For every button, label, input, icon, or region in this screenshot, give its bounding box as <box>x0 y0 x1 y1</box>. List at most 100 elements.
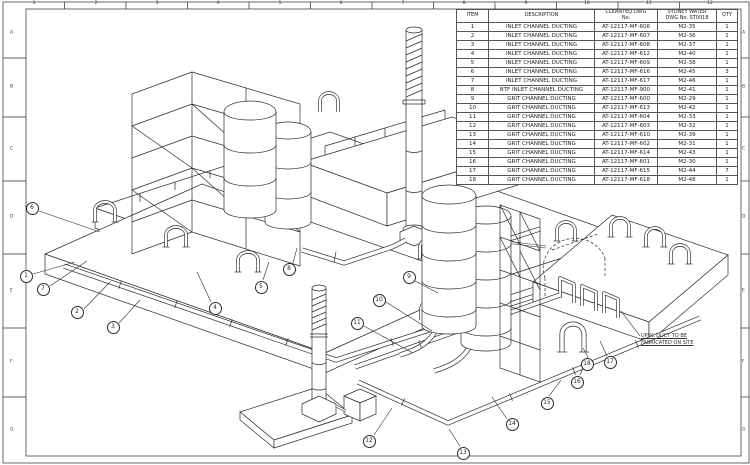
scrubber-vessels <box>223 100 312 230</box>
grit-stack <box>301 284 337 423</box>
cell-sydney-dwg: M2-41 <box>657 85 717 95</box>
cell-cleanteq-dwg: AT-12117-MF-613 <box>594 103 658 113</box>
cell-cleanteq-dwg: AT-12117-MF-616 <box>594 67 658 77</box>
cell-cleanteq-dwg: AT-12117-MF-600 <box>594 94 658 104</box>
grid-row-label: C <box>742 146 746 152</box>
table-row: 1 INLET CHANNEL DUCTING AT-12117-MF-606 … <box>456 22 738 32</box>
cell-item: 7 <box>456 76 489 86</box>
cell-sydney-dwg: M2-44 <box>657 166 717 176</box>
cell-cleanteq-dwg: AT-12117-MF-602 <box>594 139 658 149</box>
cell-sydney-dwg: M2-48 <box>657 175 717 185</box>
cell-item: 6 <box>456 67 489 77</box>
cell-item: 9 <box>456 94 489 104</box>
biofilter-vessels <box>421 184 512 352</box>
balloon-callout: 17 <box>603 355 617 369</box>
cell-qty: 1 <box>716 22 738 32</box>
cell-sydney-dwg: M2-36 <box>657 31 717 41</box>
cell-item: 11 <box>456 112 489 122</box>
cell-item: 17 <box>456 166 489 176</box>
balloon-callout: 2 <box>70 305 84 319</box>
table-row: 6 INLET CHANNEL DUCTING AT-12117-MF-616 … <box>456 67 738 77</box>
odour-stack <box>399 26 429 247</box>
cell-description: INLET CHANNEL DUCTING <box>488 40 595 50</box>
cell-qty: 1 <box>716 58 738 68</box>
grid-row-label: A <box>742 30 746 36</box>
cell-sydney-dwg: M2-40 <box>657 49 717 59</box>
cell-sydney-dwg: M2-39 <box>657 130 717 140</box>
balloon-callout: 13 <box>456 446 470 460</box>
parts-table-header: ITEM DESCRIPTION CLEANTEQ DWG No. SYDNEY… <box>456 9 738 23</box>
col-item: ITEM <box>456 9 489 23</box>
cell-item: 14 <box>456 139 489 149</box>
grid-column-label: 11 <box>646 1 652 6</box>
balloon-callout: 8 <box>282 262 296 276</box>
cell-sydney-dwg: M2-31 <box>657 139 717 149</box>
col-description: DESCRIPTION <box>488 9 595 23</box>
balloon-callout: 7 <box>36 282 50 296</box>
cell-qty: 1 <box>716 157 738 167</box>
balloon-callout: 6 <box>25 201 39 215</box>
cell-qty: 1 <box>716 49 738 59</box>
balloon-leaders <box>32 210 641 447</box>
cell-qty: 1 <box>716 40 738 50</box>
cell-description: GRIT CHANNEL DUCTING <box>488 157 595 167</box>
cell-item: 3 <box>456 40 489 50</box>
grid-row-label: A <box>10 30 14 36</box>
cell-sydney-dwg: M2-45 <box>657 67 717 77</box>
cell-item: 2 <box>456 31 489 41</box>
fabrication-note: UPVC DUCT TO BE FABRICATED ON SITE <box>641 333 713 347</box>
table-row: 12 GRIT CHANNEL DUCTING AT-12117-MF-603 … <box>456 121 738 131</box>
cell-cleanteq-dwg: AT-12117-MF-603 <box>594 121 658 131</box>
cell-sydney-dwg: M2-38 <box>657 58 717 68</box>
cell-cleanteq-dwg: AT-12117-MF-609 <box>594 58 658 68</box>
cell-description: GRIT CHANNEL DUCTING <box>488 175 595 185</box>
cell-description: GRIT CHANNEL DUCTING <box>488 103 595 113</box>
cell-qty: 1 <box>716 130 738 140</box>
cell-item: 10 <box>456 103 489 113</box>
grid-row-label: G <box>10 427 14 433</box>
table-row: 8 BTF INLET CHANNEL DUCTING AT-12117-MF-… <box>456 85 738 95</box>
cell-cleanteq-dwg: AT-12117-MF-601 <box>594 157 658 167</box>
balloon-callout: 4 <box>208 301 222 315</box>
table-row: 16 GRIT CHANNEL DUCTING AT-12117-MF-601 … <box>456 157 738 167</box>
cell-sydney-dwg: M2-29 <box>657 94 717 104</box>
col-qty: QTY <box>716 9 738 23</box>
cell-sydney-dwg: M2-35 <box>657 22 717 32</box>
cell-item: 5 <box>456 58 489 68</box>
table-row: 14 GRIT CHANNEL DUCTING AT-12117-MF-602 … <box>456 139 738 149</box>
table-row: 3 INLET CHANNEL DUCTING AT-12117-MF-608 … <box>456 40 738 50</box>
cell-qty: 1 <box>716 94 738 104</box>
cell-cleanteq-dwg: AT-12117-MF-618 <box>594 175 658 185</box>
balloon-callout: 1 <box>19 269 33 283</box>
cell-qty: 1 <box>716 85 738 95</box>
table-row: 9 GRIT CHANNEL DUCTING AT-12117-MF-600 M… <box>456 94 738 104</box>
cell-item: 4 <box>456 49 489 59</box>
balloon-callout: 3 <box>106 320 120 334</box>
cell-qty: 7 <box>716 166 738 176</box>
grid-row-label: E <box>742 288 745 294</box>
table-row: 18 GRIT CHANNEL DUCTING AT-12117-MF-618 … <box>456 175 738 185</box>
cell-sydney-dwg: M2-42 <box>657 103 717 113</box>
cell-description: GRIT CHANNEL DUCTING <box>488 121 595 131</box>
balloon-callout: 11 <box>350 316 364 330</box>
cell-sydney-dwg: M2-43 <box>657 148 717 158</box>
cell-item: 15 <box>456 148 489 158</box>
cell-description: INLET CHANNEL DUCTING <box>488 49 595 59</box>
grid-column-label: 6 <box>339 1 343 6</box>
grid-column-label: 2 <box>94 1 98 6</box>
cell-sydney-dwg: M2-46 <box>657 76 717 86</box>
cell-qty: 1 <box>716 175 738 185</box>
grid-column-label: 7 <box>401 1 405 6</box>
cell-description: GRIT CHANNEL DUCTING <box>488 94 595 104</box>
grid-column-label: 5 <box>278 1 282 6</box>
cell-description: INLET CHANNEL DUCTING <box>488 22 595 32</box>
cell-cleanteq-dwg: AT-12117-MF-614 <box>594 148 658 158</box>
cell-description: GRIT CHANNEL DUCTING <box>488 139 595 149</box>
note-line-1: UPVC DUCT TO BE <box>641 333 687 339</box>
cell-qty: 1 <box>716 103 738 113</box>
col-sydney-water-dwg: SYDNEY WATER DWG No. ST0018 <box>657 9 717 23</box>
channel-slots <box>558 276 620 318</box>
grid-row-label: B <box>10 84 14 90</box>
grid-column-label: 9 <box>524 1 528 6</box>
